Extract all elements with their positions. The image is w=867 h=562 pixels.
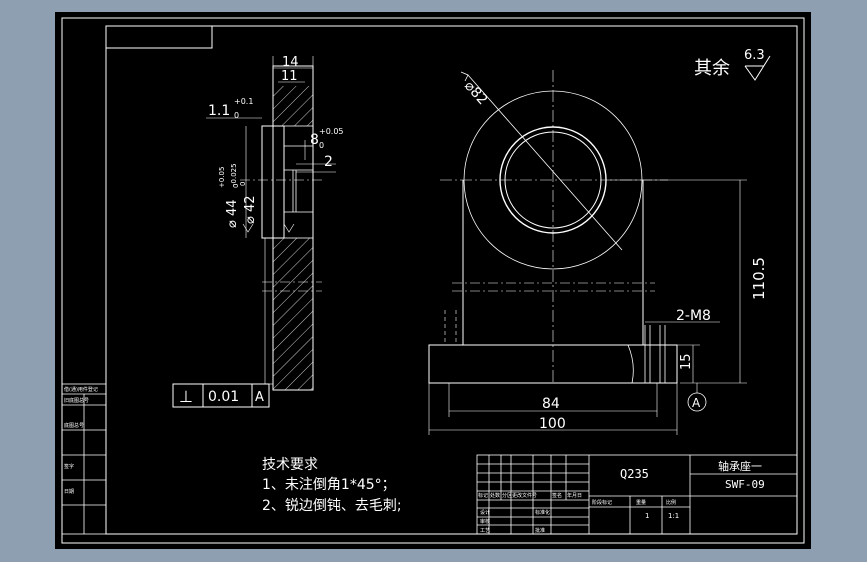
hatch-upper [273, 86, 313, 126]
dim-8-tol-low: 0 [319, 141, 324, 150]
dim-2: 2 [324, 154, 333, 170]
outer-border [61, 17, 805, 544]
section-view: 14 11 1.1 +0.1 0 8 +0.05 0 2 ⌀ 44 +0.05 … [206, 55, 344, 391]
col-label: 签名 [552, 492, 562, 499]
dim-2-m8: 2-M8 [676, 308, 711, 324]
part-code: SWF-09 [725, 478, 765, 491]
row-mid-label: 批准 [535, 527, 545, 534]
col-label: 更改文件号 [512, 492, 537, 499]
part-name: 轴承座一 [718, 459, 762, 473]
bore-recess [283, 125, 314, 239]
dim-dia-44-tol-low: 0 [232, 184, 240, 188]
dim-dia-42-tol-low: -0.025 [230, 163, 238, 186]
tech-line-2: 2、锐边倒钝、去毛刺; [262, 498, 402, 514]
surface-note-text: 其余 [694, 58, 730, 79]
front-view [428, 70, 747, 435]
left-strip-label: 底图总号 [64, 422, 84, 429]
qty-value: 1 [645, 512, 649, 520]
dim-dia-42-tol-up: 0 [239, 182, 247, 186]
row-mid-label: 标准化 [535, 509, 550, 516]
tolerance-value: 0.01 [208, 389, 239, 405]
inner-frame [105, 25, 798, 535]
tech-line-1: 1、未注倒角1*45°； [262, 477, 396, 493]
dim-11: 11 [281, 69, 298, 84]
tech-title: 技术要求 [262, 457, 318, 473]
surface-roughness-value: 6.3 [744, 48, 765, 63]
row-label: 设计 [480, 509, 490, 516]
left-strip-label: 签字 [64, 463, 74, 470]
scale-value: 1:1 [668, 512, 679, 520]
left-strip-label: 旧底图总号 [64, 397, 89, 404]
surface-roughness-note: 其余 6.3 [694, 48, 771, 81]
code-box [105, 25, 213, 49]
dim-110-5: 110.5 [750, 257, 768, 300]
stage-label: 阶段标记 [592, 499, 612, 506]
dim-dia-42: ⌀ 42 [243, 195, 258, 224]
hatch-lower [273, 238, 313, 390]
dim-15: 15 [679, 353, 694, 370]
material-label: Q235 [620, 467, 649, 481]
drawing-sheet [55, 12, 811, 549]
dim-8-tol-up: +0.05 [319, 127, 344, 136]
stage-label: 比例 [666, 499, 676, 506]
dim-84: 84 [542, 396, 560, 412]
stage-label: 重量 [636, 499, 646, 506]
col-label: 分区 [502, 492, 512, 499]
dim-1-1-tol-low: 0 [234, 111, 239, 120]
col-label: 年月日 [567, 492, 582, 499]
technical-requirements: 技术要求 1、未注倒角1*45°； 2、锐边倒钝、去毛刺; [262, 457, 402, 514]
title-block [476, 454, 798, 535]
tolerance-frame: ⊥ 0.01 A [172, 383, 270, 408]
left-strip-label: 日期 [64, 489, 74, 495]
row-label: 审核 [480, 518, 490, 525]
tolerance-datum: A [255, 390, 264, 405]
row-label: 工艺 [480, 528, 490, 534]
dim-dia-44: ⌀ 44 [225, 199, 240, 228]
dim-8: 8 [310, 132, 319, 148]
left-strip-table [61, 383, 107, 535]
col-label: 标记 [478, 492, 488, 499]
dim-1-1-tol-up: +0.1 [234, 97, 253, 106]
dim-100: 100 [539, 416, 566, 432]
perpendicularity-symbol: ⊥ [179, 387, 193, 406]
dim-1-1: 1.1 [208, 103, 230, 119]
left-strip-label: 借(通)用件登记 [64, 386, 98, 393]
roughness-icon [744, 55, 771, 81]
datum-a-label: A [692, 396, 701, 410]
col-label: 处数 [490, 492, 500, 499]
base-plate [428, 344, 678, 384]
dim-14: 14 [282, 55, 299, 70]
dim-dia-44-tol-up: +0.05 [218, 167, 226, 188]
